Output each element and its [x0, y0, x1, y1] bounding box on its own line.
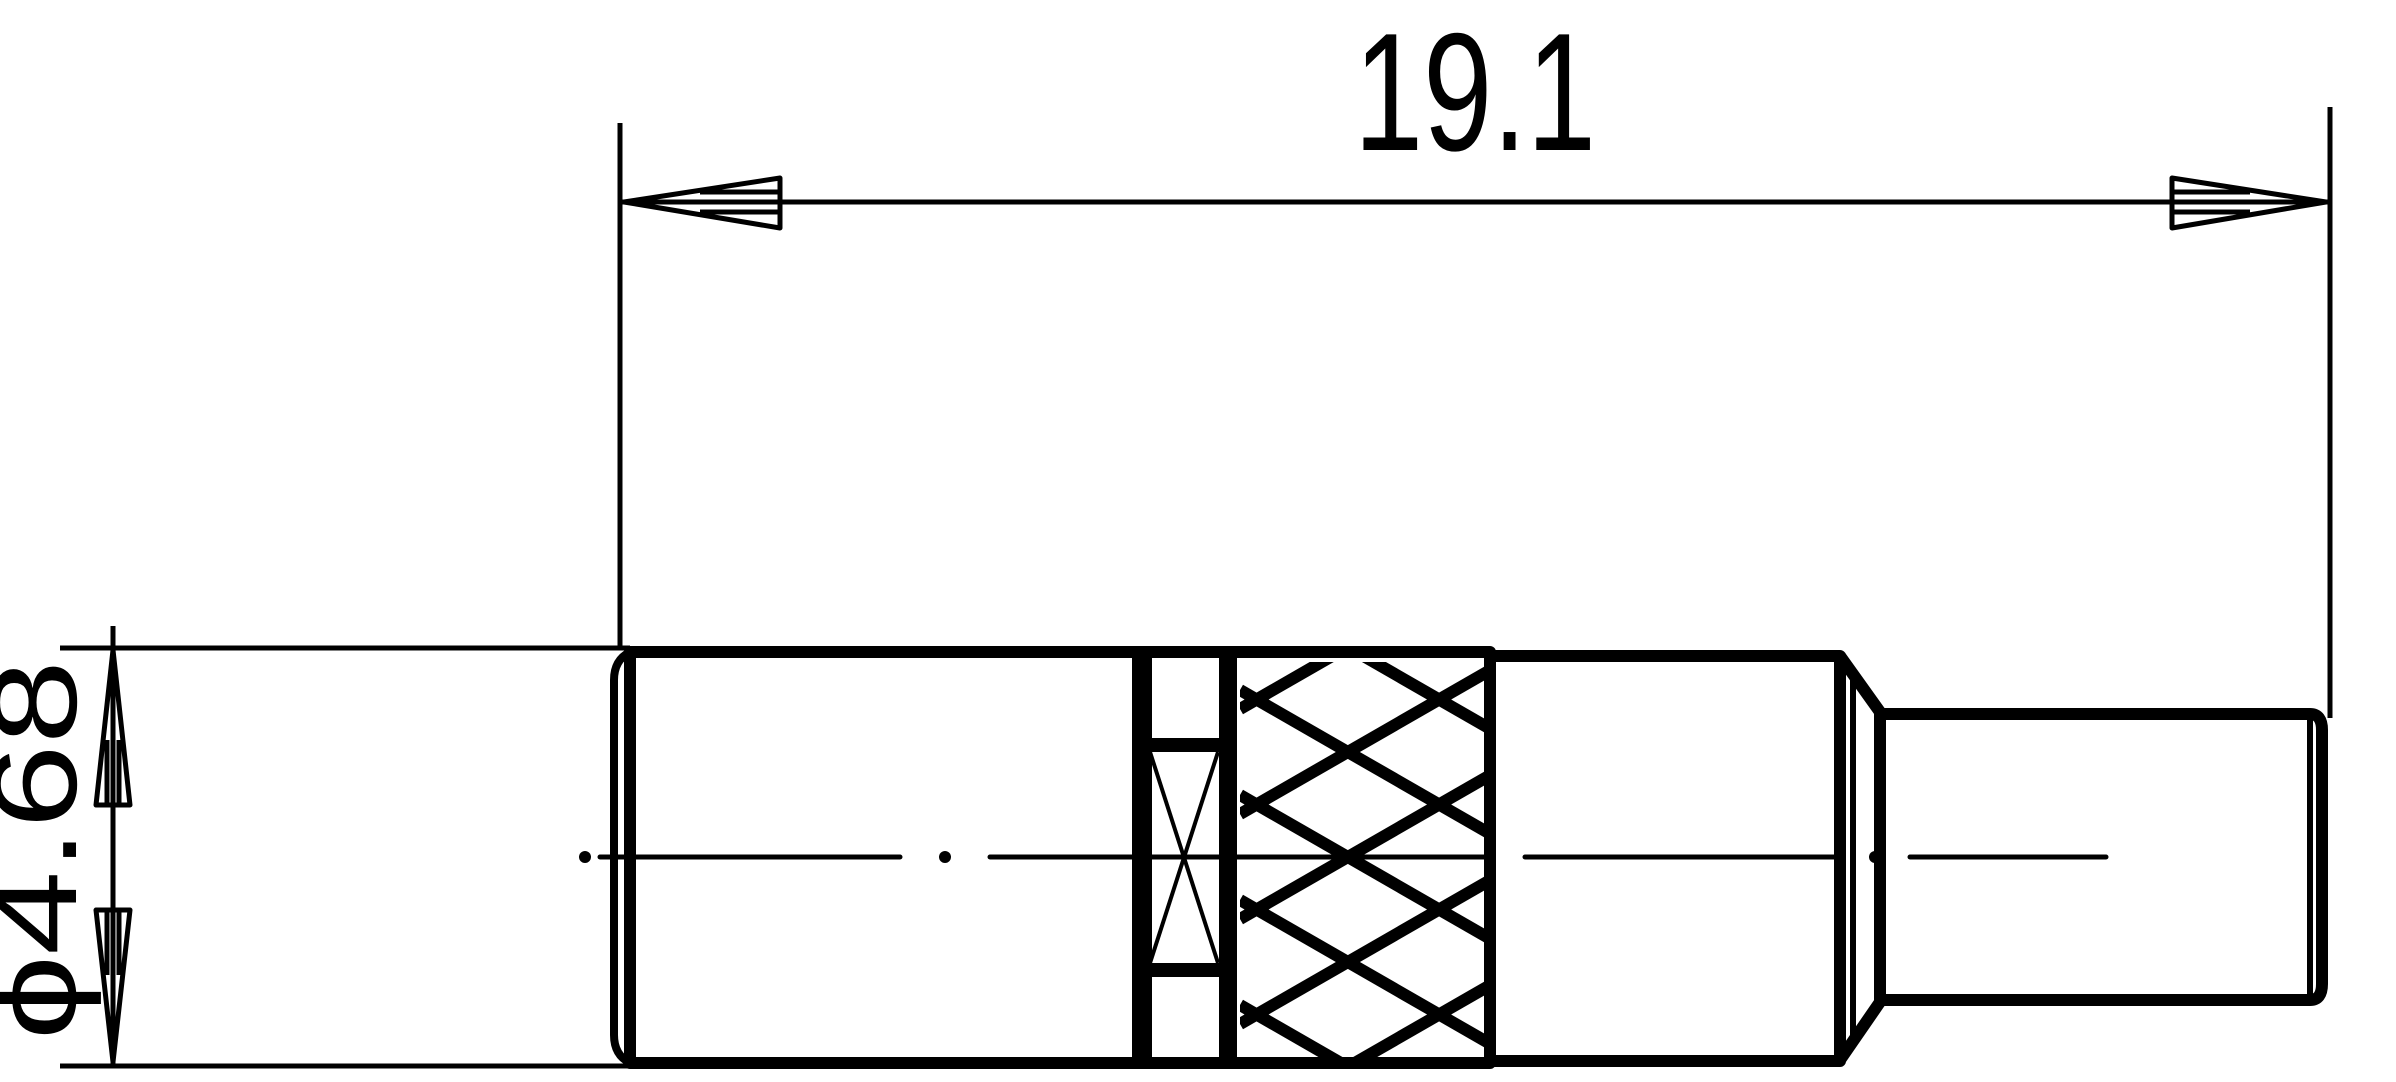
pin-section	[1880, 708, 2328, 1006]
front-body-section	[1484, 650, 1846, 1067]
diameter-dimension: ϕ4.68	[0, 626, 630, 1069]
rear-end-edge	[610, 648, 632, 1067]
length-dimension-label: 19.1	[1354, 0, 1596, 186]
connector-body	[610, 646, 2328, 1069]
right-arrow-icon	[2169, 175, 2329, 231]
left-arrow-icon	[621, 175, 783, 231]
length-dimension: 19.1	[617, 0, 2333, 718]
up-arrow-icon	[93, 647, 133, 808]
chamfer	[1835, 652, 1886, 1064]
knurl-crosshatch	[1240, 662, 1486, 1060]
diameter-dimension-label: ϕ4.68	[0, 660, 102, 1040]
centerline-dot	[939, 851, 951, 863]
ring-section	[1144, 652, 1237, 1063]
down-arrow-icon	[93, 907, 133, 1065]
centerline-dot	[579, 851, 591, 863]
